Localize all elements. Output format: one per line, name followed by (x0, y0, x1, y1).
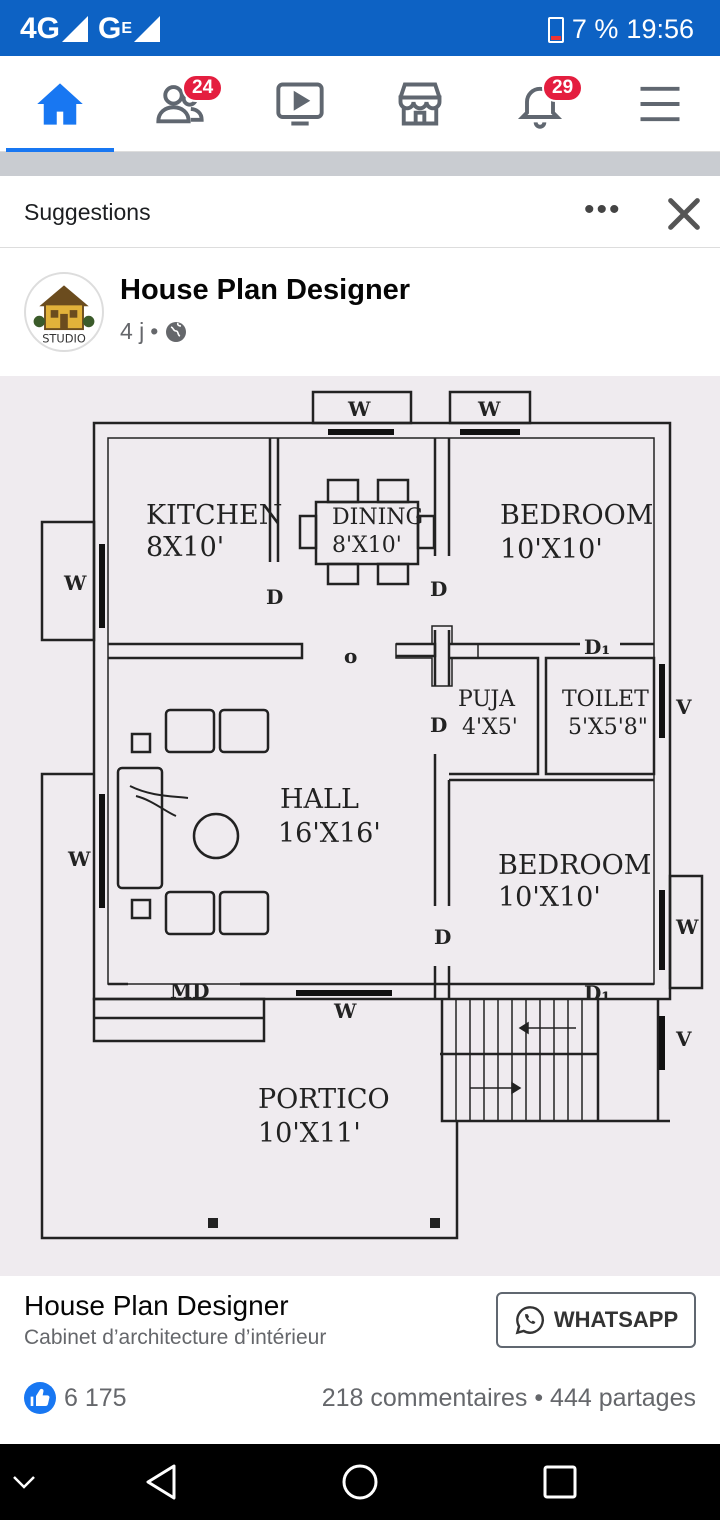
clock: 19:56 (626, 14, 694, 44)
tab-menu[interactable] (600, 56, 720, 152)
suggestions-header: Suggestions ••• (0, 176, 720, 248)
like-reaction-icon (24, 1382, 56, 1414)
marketplace-icon (398, 82, 442, 126)
tab-home[interactable] (0, 56, 120, 152)
main-door-mark: MD (170, 979, 209, 1003)
signal-icon (134, 16, 161, 42)
tab-notifications[interactable]: 29 (480, 56, 600, 152)
window-mark: W (63, 571, 87, 595)
tab-friends[interactable]: 24 (120, 56, 240, 152)
post-header: STUDIO House Plan Designer 4 j • (0, 248, 720, 376)
whatsapp-button-label: WHATSAPP (553, 1307, 679, 1332)
window-mark: W (67, 847, 91, 871)
door-mark: D (434, 925, 451, 949)
friends-badge: 24 (182, 74, 224, 102)
likes-count[interactable]: 6 175 (64, 1384, 127, 1412)
post-image-floor-plan[interactable]: KITCHEN 8X10' DINING 8'X10' BEDROOM 10'X… (0, 376, 720, 1276)
hall-label: HALL (280, 784, 359, 815)
status-right: 7 % 19:56 (547, 14, 694, 45)
center-mark: o (344, 644, 357, 668)
window-mark: W (675, 915, 699, 939)
door-mark: D (266, 585, 283, 609)
globe-icon (166, 321, 187, 342)
top-navigation: 24 29 (0, 56, 720, 152)
cta-page-name[interactable]: House Plan Designer (24, 1290, 289, 1321)
more-options-button[interactable]: ••• (584, 193, 622, 226)
hall-size: 16'X16' (278, 818, 381, 849)
door-mark-d1: D₁ (584, 635, 610, 659)
comments-shares-count[interactable]: 218 commentaires • 444 partages (321, 1384, 696, 1412)
post-time[interactable]: 4 j (120, 318, 145, 344)
tab-marketplace[interactable] (360, 56, 480, 152)
page-name-link[interactable]: House Plan Designer (120, 274, 411, 306)
door-mark-d1: D₁ (584, 981, 610, 1005)
meta-separator: • (150, 318, 159, 344)
window-mark: W (347, 397, 371, 421)
whatsapp-icon (515, 1306, 544, 1335)
ventilator-mark: V (675, 1027, 692, 1051)
dining-label: DINING (332, 505, 423, 530)
puja-size: 4'X5' (462, 715, 518, 740)
toilet-label: TOILET (562, 687, 649, 712)
bedroom1-size: 10'X10' (500, 534, 603, 565)
portico-label: PORTICO (258, 1084, 390, 1115)
notifications-badge: 29 (542, 74, 584, 102)
post-meta: 4 j • (120, 318, 188, 345)
door-mark: D (430, 713, 447, 737)
battery-level: 7 % (571, 14, 619, 44)
door-mark: D (430, 577, 447, 601)
back-icon[interactable] (142, 1462, 182, 1502)
kitchen-size: 8X10' (146, 532, 224, 563)
portico-size: 10'X11' (258, 1118, 361, 1149)
whatsapp-button[interactable]: WHATSAPP (496, 1292, 696, 1348)
page-avatar[interactable]: STUDIO (24, 272, 104, 352)
floor-plan-drawing: KITCHEN 8X10' DINING 8'X10' BEDROOM 10'X… (40, 390, 704, 1240)
hamburger-menu-icon (640, 86, 680, 122)
network-g-label: G (98, 12, 122, 45)
recent-apps-icon[interactable] (542, 1464, 578, 1500)
window-mark: W (477, 397, 501, 421)
window-mark: W (333, 999, 357, 1023)
network-4g-label: 4G (20, 12, 61, 45)
signal-icon (62, 16, 89, 42)
feed-separator (0, 152, 720, 176)
battery-icon (547, 16, 564, 43)
video-icon (276, 82, 324, 126)
call-to-action-bar: House Plan Designer Cabinet d’architectu… (0, 1276, 720, 1364)
close-icon[interactable] (664, 194, 704, 234)
chevron-down-icon[interactable] (12, 1474, 36, 1490)
tab-watch[interactable] (240, 56, 360, 152)
kitchen-label: KITCHEN (146, 500, 282, 531)
dining-size: 8'X10' (332, 533, 402, 558)
home-circle-icon[interactable] (340, 1462, 380, 1502)
avatar-label: STUDIO (42, 331, 86, 345)
suggestions-title: Suggestions (24, 199, 151, 225)
active-tab-indicator (6, 148, 114, 152)
engagement-stats: 6 175 218 commentaires • 444 partages (0, 1364, 720, 1444)
network-e-label: E (121, 20, 133, 37)
bedroom2-size: 10'X10' (498, 882, 601, 913)
toilet-size: 5'X5'8" (568, 715, 648, 740)
home-icon (37, 83, 83, 125)
bedroom1-label: BEDROOM (500, 500, 653, 531)
ventilator-mark: V (675, 695, 692, 719)
system-navigation-bar (0, 1444, 720, 1520)
cta-page-category: Cabinet d’architecture d’intérieur (24, 1326, 327, 1349)
house-logo-icon: STUDIO (33, 285, 95, 345)
puja-label: PUJA (458, 687, 516, 712)
bedroom2-label: BEDROOM (498, 850, 651, 881)
